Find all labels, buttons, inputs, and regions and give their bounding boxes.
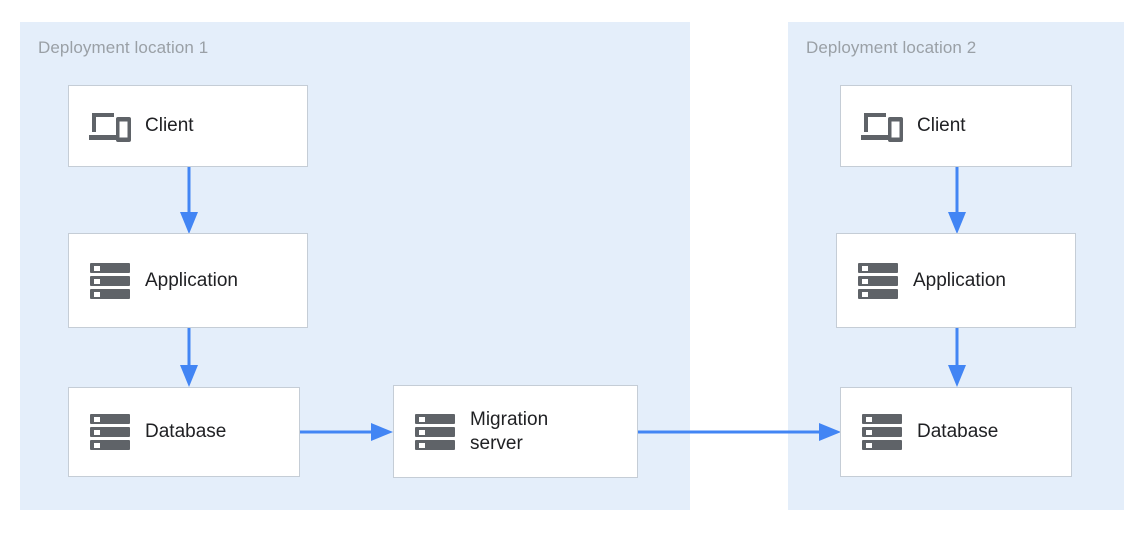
server-icon [406, 413, 464, 451]
connector-migration-server-to-database-2 [637, 421, 843, 443]
node-client-2[interactable]: Client [840, 85, 1072, 167]
devices-icon [853, 109, 911, 143]
connector-client-to-application-2 [946, 166, 968, 236]
connector-database-to-migration-server [299, 421, 395, 443]
node-migration-server[interactable]: Migration server [393, 385, 638, 478]
server-icon [849, 262, 907, 300]
node-migration-server-label: Migration server [470, 408, 549, 454]
node-application-2-label: Application [913, 269, 1006, 291]
node-database-2-label: Database [917, 421, 999, 442]
server-icon [81, 262, 139, 300]
connector-application-to-database-1 [178, 327, 200, 389]
deployment-zone-1-label: Deployment location 1 [38, 38, 209, 57]
connector-client-to-application-1 [178, 166, 200, 236]
server-icon [853, 413, 911, 451]
devices-icon [81, 109, 139, 143]
server-icon [81, 413, 139, 451]
node-database-1-label: Database [145, 421, 227, 442]
node-client-1-label: Client [145, 115, 194, 136]
node-application-1[interactable]: Application [68, 233, 308, 328]
node-application-1-label: Application [145, 269, 238, 291]
node-client-1[interactable]: Client [68, 85, 308, 167]
node-database-1[interactable]: Database [68, 387, 300, 477]
deployment-zone-2-label: Deployment location 2 [806, 38, 977, 57]
connector-application-to-database-2 [946, 327, 968, 389]
node-database-2[interactable]: Database [840, 387, 1072, 477]
node-application-2[interactable]: Application [836, 233, 1076, 328]
node-client-2-label: Client [917, 115, 966, 136]
